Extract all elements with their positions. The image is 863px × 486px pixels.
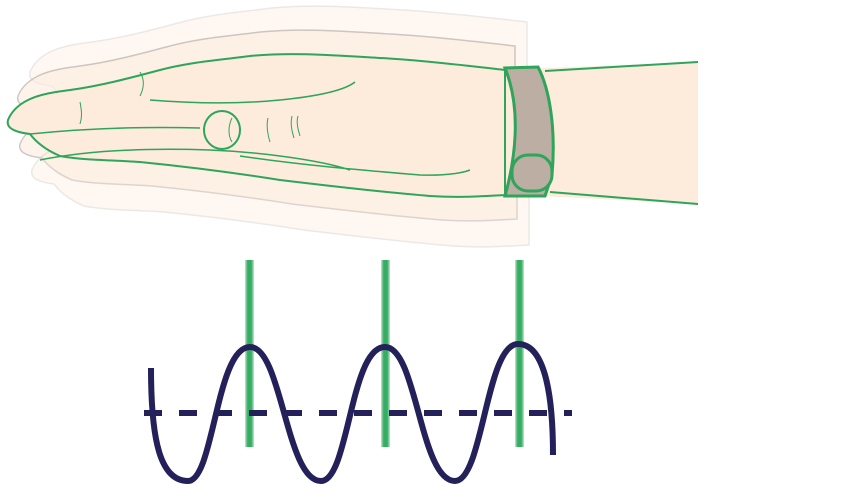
wristband-icon — [502, 65, 555, 198]
peak-markers — [245, 260, 524, 447]
wristband-sensor — [510, 153, 554, 193]
peak-marker — [245, 260, 254, 447]
thumbnail — [203, 110, 241, 150]
sine-wave-icon — [148, 340, 556, 485]
hand-icon — [6, 53, 507, 198]
peak-marker — [515, 260, 524, 447]
peak-marker — [381, 260, 390, 447]
